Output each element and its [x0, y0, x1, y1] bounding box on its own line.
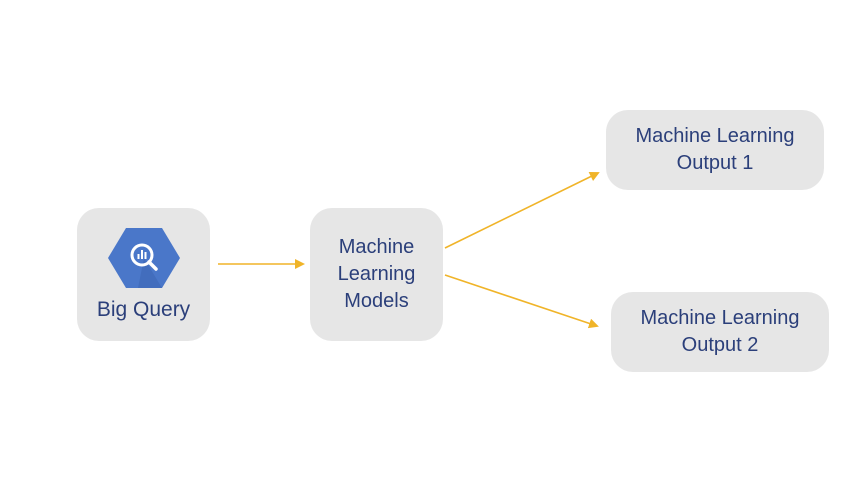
ml-output-2-label: Machine Learning Output 2	[640, 307, 800, 356]
ml-output-1-label: Machine Learning Output 1	[635, 125, 795, 174]
ml-output-1-node: Machine Learning Output 1	[606, 110, 824, 190]
arrow-models-to-output2	[444, 274, 599, 329]
bigquery-node: Big Query	[77, 208, 210, 341]
bigquery-icon	[107, 228, 180, 288]
ml-models-label: Machine Learning Models	[337, 236, 416, 312]
ml-models-node: Machine Learning Models	[310, 208, 443, 341]
bigquery-label: Big Query	[96, 298, 191, 321]
arrow-models-to-output1	[444, 172, 600, 249]
ml-output-2-node: Machine Learning Output 2	[611, 292, 829, 372]
